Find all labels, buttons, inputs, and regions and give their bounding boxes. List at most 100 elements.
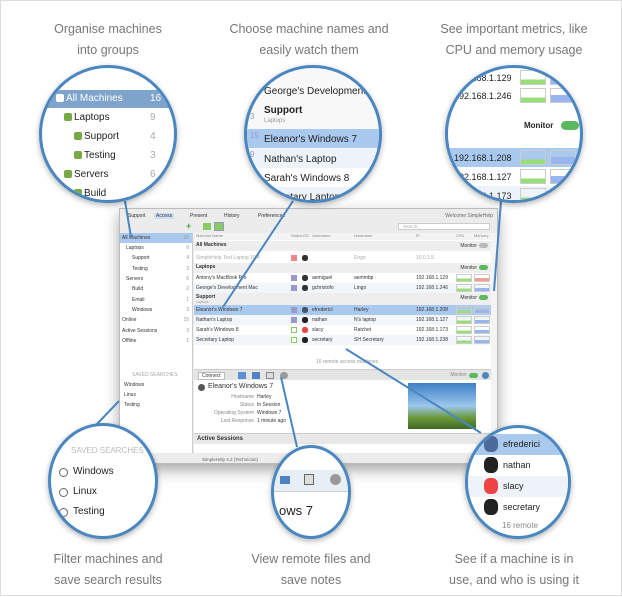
group-tree-item[interactable]: All Machines bbox=[66, 93, 123, 104]
group-count: 16 bbox=[150, 93, 162, 104]
folder-icon[interactable] bbox=[252, 372, 260, 379]
col-cpu[interactable]: CPU bbox=[456, 233, 465, 238]
cpu-graph bbox=[520, 70, 546, 85]
monitor-toggle[interactable] bbox=[561, 121, 579, 130]
group-tree-item[interactable]: Laptops bbox=[74, 112, 110, 123]
sidebar-item[interactable]: Build 2 bbox=[120, 284, 192, 294]
group-tree-item[interactable]: Servers bbox=[74, 169, 109, 180]
sidebar-item[interactable]: Offline 1 bbox=[120, 336, 192, 346]
notes-icon[interactable] bbox=[304, 474, 314, 485]
table-row[interactable] bbox=[247, 187, 379, 200]
memory-graph bbox=[474, 326, 490, 334]
screen-thumbnail[interactable] bbox=[408, 383, 476, 429]
scrollbar[interactable] bbox=[491, 233, 497, 453]
monitor-toggle[interactable] bbox=[479, 265, 488, 270]
saved-search-windows[interactable]: Windows bbox=[124, 382, 145, 388]
cpu-graph bbox=[520, 169, 546, 184]
connector-line bbox=[95, 400, 120, 426]
username: secretary bbox=[312, 337, 333, 343]
col-ip[interactable]: IP bbox=[416, 233, 420, 238]
sidebar-item-label: Laptops bbox=[126, 245, 144, 251]
table-row[interactable]: Eleanor's Windows 7 efrederici Harley 19… bbox=[194, 305, 491, 315]
col-username[interactable]: Username bbox=[312, 233, 331, 238]
table-row[interactable]: Antony's MacBook Pro aemiguel aemmbp 192… bbox=[194, 273, 491, 283]
col-status[interactable]: Status bbox=[291, 233, 303, 238]
cpu-graph bbox=[456, 284, 472, 292]
sidebar-item-label: Offline bbox=[122, 338, 137, 344]
table-row[interactable]: Sarah's Windows 8 slacy Ratchet 192.168.… bbox=[194, 325, 491, 335]
group-name: Support bbox=[196, 294, 216, 300]
sidebar-item[interactable]: Servers 6 bbox=[120, 274, 192, 284]
settings-icon[interactable] bbox=[330, 474, 341, 485]
caption-line: Choose machine names and bbox=[229, 22, 389, 36]
detail-field-label: Last Response bbox=[220, 418, 254, 424]
group-tree-item[interactable]: Build bbox=[84, 188, 107, 199]
monitor-toggle[interactable] bbox=[469, 373, 478, 378]
detail-field-value: Windows 7 bbox=[257, 410, 282, 416]
tab-preferences[interactable]: Preferences bbox=[258, 213, 285, 219]
tab-present[interactable]: Present bbox=[190, 213, 208, 219]
col-os[interactable]: OS bbox=[303, 233, 309, 238]
group-count: 1 bbox=[250, 169, 255, 178]
notes-icon[interactable] bbox=[266, 372, 274, 379]
sidebar-item[interactable]: Email 1 bbox=[120, 295, 192, 305]
group-tree-icon bbox=[74, 132, 82, 140]
sidebar-item[interactable]: Laptops 9 bbox=[120, 243, 192, 253]
caption-line: CPU and memory usage bbox=[445, 43, 583, 57]
col-hostname[interactable]: Hostname bbox=[354, 233, 373, 238]
group-tree-item[interactable]: Support bbox=[84, 131, 120, 142]
saved-search-item[interactable]: Testing bbox=[73, 506, 105, 517]
tab-support[interactable]: Support bbox=[128, 213, 146, 219]
memory-graph bbox=[474, 306, 490, 314]
sidebar-item[interactable]: Active Sessions 3 bbox=[120, 326, 192, 336]
table-row[interactable]: SimpleHelp Test Laptop 10.4 Engo 10.0.1.… bbox=[194, 253, 491, 263]
table-row[interactable] bbox=[448, 167, 580, 186]
col-memory[interactable]: Memory bbox=[474, 233, 489, 238]
saved-search-testing[interactable]: Testing bbox=[124, 402, 140, 408]
monitor-toggle[interactable] bbox=[479, 243, 488, 248]
ip-address: 192.168.1.129 bbox=[454, 73, 512, 83]
view-grid-icon[interactable] bbox=[214, 222, 224, 231]
table-row[interactable]: George's Development Mac gchristofo Ling… bbox=[194, 283, 491, 293]
col-machine-name[interactable]: Machine Name bbox=[196, 233, 223, 238]
table-row[interactable]: Secretary Laptop secretary SH Secretary … bbox=[194, 335, 491, 345]
sidebar-item-count: 4 bbox=[186, 255, 189, 261]
settings-icon[interactable] bbox=[280, 372, 288, 379]
sidebar-item[interactable]: Online 15 bbox=[120, 315, 192, 325]
tab-access[interactable]: Access bbox=[154, 213, 175, 219]
ip-address: 192.168.1.238 bbox=[416, 337, 448, 343]
sidebar-item[interactable]: Testing 3 bbox=[120, 264, 192, 274]
memory-graph bbox=[550, 188, 576, 200]
saved-search-item[interactable]: Linux bbox=[73, 486, 97, 497]
sidebar-item[interactable]: Windows 3 bbox=[120, 305, 192, 315]
sidebar-item-label: Servers bbox=[126, 276, 144, 282]
connect-button[interactable]: Connect bbox=[198, 372, 225, 380]
group-tree-item[interactable]: Testing bbox=[84, 150, 116, 161]
folder-icon[interactable] bbox=[280, 476, 290, 484]
sidebar-item-count: 6 bbox=[186, 276, 189, 282]
table-row[interactable] bbox=[448, 186, 580, 200]
help-icon[interactable] bbox=[482, 372, 489, 379]
tab-history[interactable]: History bbox=[224, 213, 240, 219]
saved-search-linux[interactable]: Linux bbox=[124, 392, 136, 398]
group-count: 9 bbox=[250, 150, 255, 159]
table-row[interactable] bbox=[247, 149, 379, 168]
status-icon bbox=[291, 337, 297, 343]
sidebar-item[interactable]: All Machines 16 bbox=[120, 233, 192, 243]
monitor-toggle[interactable] bbox=[479, 295, 488, 300]
saved-search-item[interactable]: Windows bbox=[73, 466, 114, 477]
group-sub: Laptops bbox=[196, 300, 209, 304]
table-row[interactable] bbox=[247, 168, 379, 187]
table-row[interactable]: Nathan's Laptop nathan N's laptop 192.16… bbox=[194, 315, 491, 325]
table-row[interactable] bbox=[247, 129, 379, 148]
add-icon[interactable]: + bbox=[186, 221, 192, 231]
search-input[interactable]: Search... bbox=[398, 223, 490, 230]
sidebar-item[interactable]: Support 4 bbox=[120, 253, 192, 263]
group-tree-icon bbox=[64, 113, 72, 121]
sidebar-item-count: 3 bbox=[186, 328, 189, 334]
view-list-icon[interactable] bbox=[203, 223, 211, 230]
info-icon[interactable] bbox=[238, 372, 246, 379]
table-row[interactable] bbox=[448, 148, 580, 167]
